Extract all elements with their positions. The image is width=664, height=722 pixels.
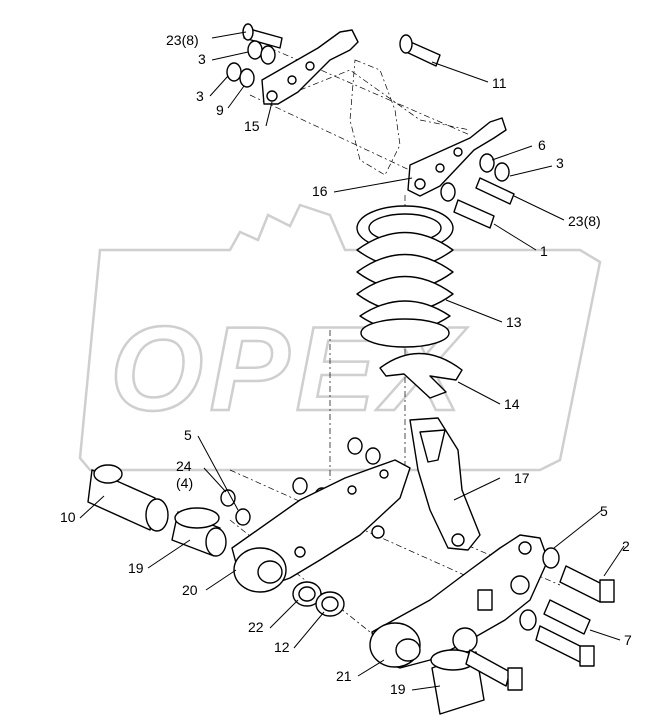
callout-16: 16	[312, 183, 328, 199]
part-15-upper-plate	[261, 29, 359, 105]
bolts-right	[440, 153, 515, 229]
callout-11: 11	[492, 75, 507, 91]
callout-3-c: 3	[556, 155, 564, 171]
callout-15: 15	[244, 118, 260, 134]
part-10-bushing	[87, 464, 169, 532]
frame-ghost	[299, 59, 471, 176]
bolts-lower-right	[465, 547, 615, 691]
callout-19-a: 19	[128, 560, 144, 576]
part-16-lower-plate	[407, 117, 507, 197]
callout-9: 9	[216, 102, 224, 118]
callout-1: 1	[540, 243, 548, 259]
callout-7: 7	[624, 632, 632, 648]
callout-17: 17	[514, 470, 530, 486]
callout-10: 10	[60, 509, 76, 525]
bolts-top	[226, 23, 441, 88]
callout-14: 14	[504, 396, 520, 412]
callout-12: 12	[274, 639, 290, 655]
part-21-lower-arm	[369, 534, 549, 669]
callout-21: 21	[336, 668, 352, 684]
callout-2: 2	[622, 538, 630, 554]
callout-24: 24	[176, 458, 192, 474]
callout-3-b: 3	[196, 88, 204, 104]
callout-24-qty: (4)	[176, 475, 193, 491]
callout-6: 6	[538, 137, 546, 153]
callout-19-b: 19	[390, 681, 406, 697]
part-14-spring-seat	[379, 352, 463, 399]
callout-13: 13	[506, 314, 522, 330]
callout-23-right: 23(8)	[568, 213, 601, 229]
callout-5-b: 5	[600, 503, 608, 519]
part-20-upper-arm	[231, 459, 411, 593]
callout-23-top: 23(8)	[166, 32, 199, 48]
callout-20: 20	[182, 582, 198, 598]
callout-22: 22	[248, 619, 264, 635]
part-19-bushing-upper	[171, 507, 227, 557]
callout-5-a: 5	[184, 427, 192, 443]
part-13-coil-spring	[356, 205, 454, 348]
callout-3-a: 3	[198, 51, 206, 67]
leader-lines	[79, 31, 625, 691]
part-17-bracket	[409, 417, 481, 551]
callout-labels: 23(8) 3 3 9 15 11 6 3 16 23(8) 1 13 14 5…	[60, 32, 632, 697]
opex-watermark: OPEX	[78, 203, 602, 472]
part-12-washer	[315, 591, 345, 617]
